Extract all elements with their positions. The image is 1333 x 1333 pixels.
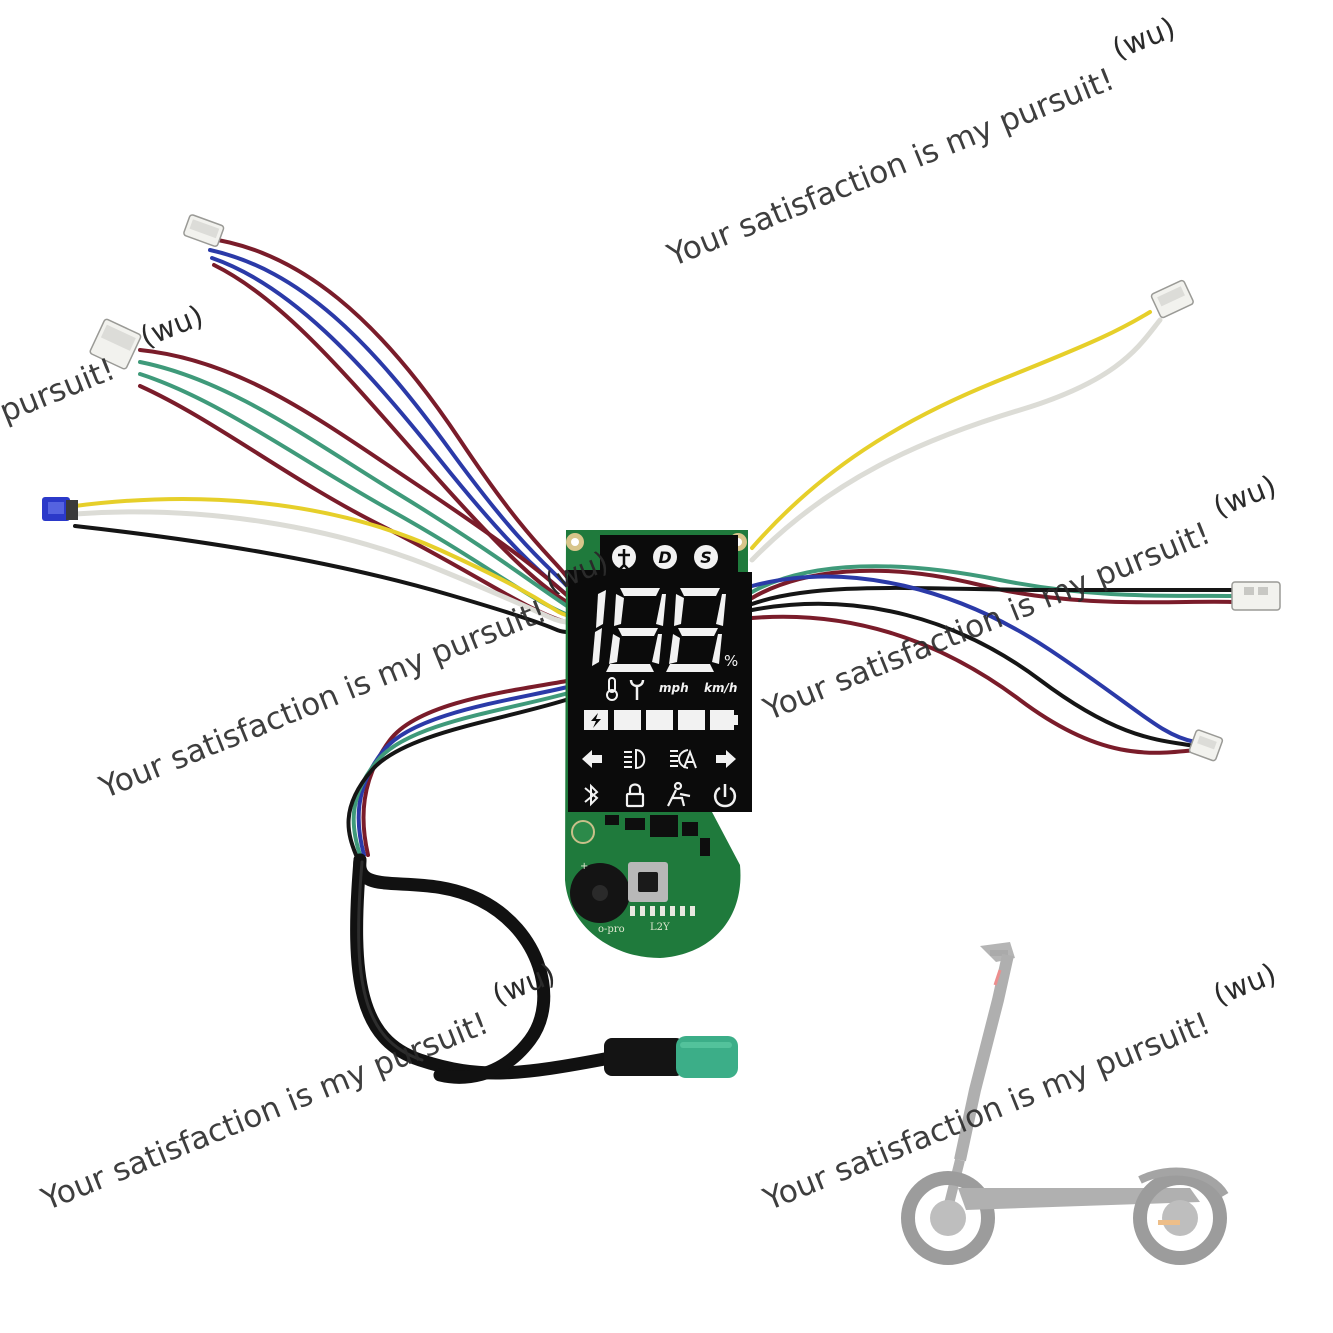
silk-label-right: L2Y (650, 922, 670, 933)
wire-yellow-right (750, 310, 1152, 550)
bluetooth-icon (584, 783, 599, 807)
unit-mph: mph (659, 681, 689, 695)
connector-blue-left (42, 497, 78, 521)
wire-red-loop (361, 678, 574, 857)
left-wire-harness (72, 236, 577, 857)
wire-red-mid-1 (138, 348, 574, 602)
lock-icon (625, 783, 645, 808)
black-cable (350, 853, 617, 1084)
s-mode-icon (694, 545, 718, 569)
wire-white-right (749, 317, 1163, 563)
wire-yellow-low (73, 496, 568, 617)
wire-blue-top-1 (208, 248, 577, 597)
right-wire-harness (749, 310, 1234, 755)
connector-top-right (1150, 279, 1194, 319)
connector-top-left (183, 214, 225, 247)
connector-mid-right (1231, 581, 1281, 611)
wire-red-top-2 (212, 263, 574, 607)
d-mode-label: D (658, 548, 671, 567)
wire-blue-loop (356, 684, 574, 857)
power-icon (713, 784, 737, 808)
wire-red-top-1 (203, 236, 577, 592)
s-mode-label: S (700, 548, 712, 567)
right-arrow-icon (716, 750, 736, 768)
lcd-display: D S (568, 535, 752, 812)
battery-segment-1 (614, 710, 641, 730)
unit-kmh: km/h (704, 681, 737, 695)
wire-green-right (750, 564, 1234, 598)
battery-segment-3 (678, 710, 705, 730)
battery-segment-2 (646, 710, 673, 730)
left-arrow-icon (582, 750, 602, 768)
wire-green-mid-1 (138, 360, 572, 610)
d-mode-icon (653, 545, 677, 569)
wire-green-loop (351, 690, 574, 857)
percent-symbol: % (724, 652, 738, 670)
wire-red-right-2 (750, 614, 1197, 755)
thermometer-icon (606, 677, 618, 701)
wire-red-mid-2 (138, 384, 568, 624)
wire-black-loop (346, 696, 574, 857)
auto-headlight-icon (670, 749, 697, 769)
connector-mid-left (89, 318, 142, 370)
battery-segment-4 (710, 710, 734, 730)
wire-black-right-1 (750, 585, 1234, 606)
silk-label-left: o-pro (598, 924, 625, 935)
cruise-icon (667, 781, 691, 807)
scooter-illustration (901, 942, 1229, 1265)
wire-white-low (72, 509, 569, 625)
battery-bar (584, 710, 738, 730)
wire-black-right-2 (750, 601, 1197, 748)
speed-readout (592, 588, 726, 672)
wrench-icon (629, 679, 645, 700)
wire-black-low (73, 524, 568, 634)
wire-blue-right (750, 574, 1197, 744)
silk-plus: + (580, 861, 588, 872)
connector-low-right (1188, 729, 1224, 762)
headlight-icon (624, 748, 646, 770)
round-connector (604, 1036, 738, 1078)
